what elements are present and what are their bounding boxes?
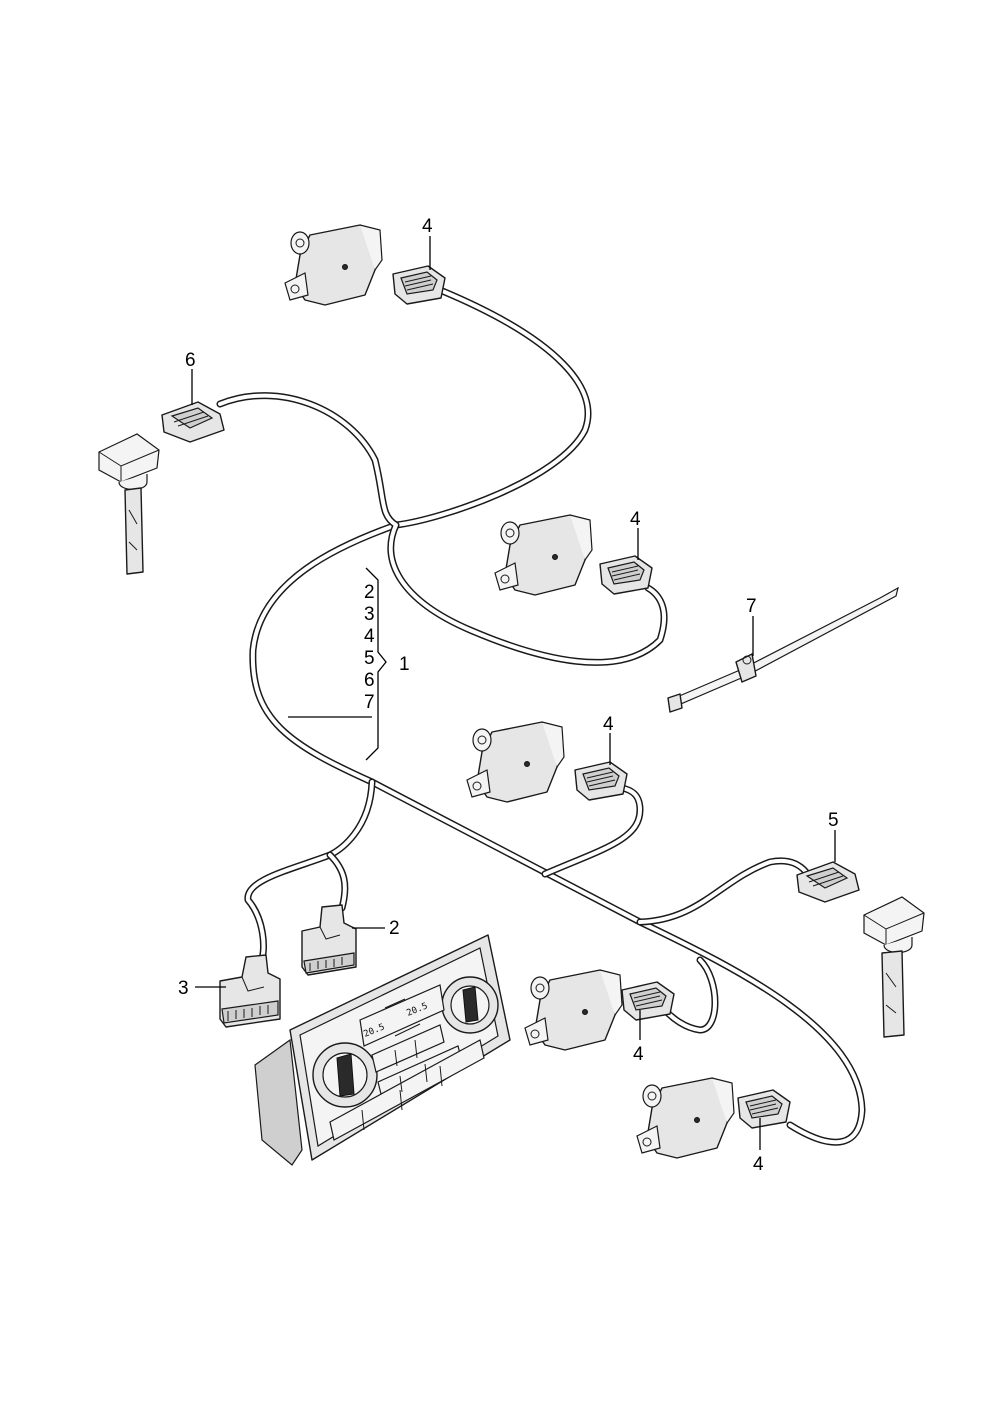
plug-2 [301, 904, 357, 976]
callout-3: 3 [178, 978, 189, 999]
cable-tie-7 [667, 586, 899, 713]
leader-lines [191, 236, 836, 1150]
connector-5 [796, 861, 860, 903]
callout-4-mid: 4 [630, 509, 641, 530]
callout-4-lower: 4 [633, 1044, 644, 1065]
servo-motor-top [284, 224, 383, 306]
servo-motor-center [466, 721, 565, 803]
callout-5: 5 [828, 810, 839, 831]
connector-4-lower [621, 981, 675, 1021]
wiring-harness [216, 286, 866, 1146]
connector-4-top [392, 265, 446, 305]
callout-4-bottom: 4 [753, 1154, 764, 1175]
connector-4-center [574, 761, 628, 801]
connector-4-mid [599, 555, 653, 595]
temperature-sensor-left [98, 433, 160, 575]
climate-control-panel: 20.5 20.5 [254, 934, 511, 1166]
connector-6 [161, 401, 225, 443]
connector-4-bottom [737, 1089, 791, 1129]
plug-3 [219, 954, 281, 1028]
group-list-item: 5 [364, 648, 375, 669]
temperature-sensor-right [863, 896, 925, 1038]
group-list-item: 6 [364, 670, 375, 691]
servo-motor-bottom [636, 1077, 735, 1159]
servo-motor-lower [524, 969, 623, 1051]
servo-motor-mid [494, 514, 593, 596]
callout-labels: 4 4 4 4 4 6 5 7 2 3 1 2 3 4 5 6 7 [178, 216, 839, 1175]
callout-4-top: 4 [422, 216, 433, 237]
callout-2: 2 [389, 918, 400, 939]
group-list-item: 7 [364, 692, 375, 713]
group-list-item: 2 [364, 582, 375, 603]
callout-7: 7 [746, 596, 757, 617]
callout-1: 1 [399, 654, 410, 675]
callout-4-center: 4 [603, 714, 614, 735]
group-list-item: 3 [364, 604, 375, 625]
group-list-item: 4 [364, 626, 375, 647]
callout-6: 6 [185, 350, 196, 371]
